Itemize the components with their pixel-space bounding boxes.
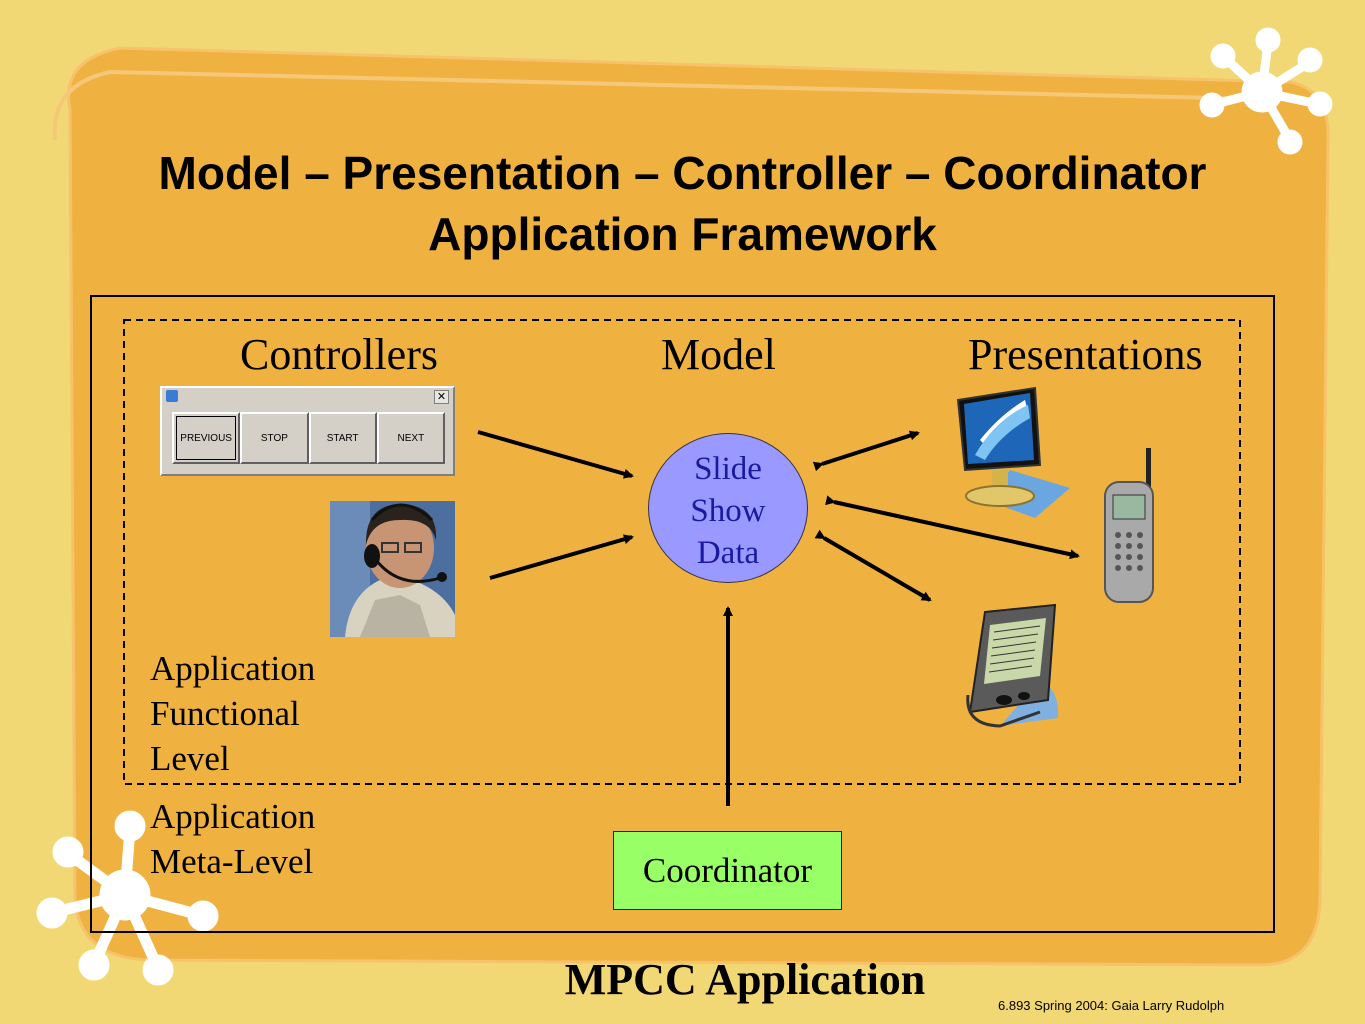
slide-title-line1: Model – Presentation – Controller – Coor… <box>158 147 1207 199</box>
arrow-model-monitor <box>812 430 920 472</box>
headset-user-photo <box>330 501 455 637</box>
stop-button[interactable]: STOP <box>240 412 309 464</box>
mobile-phone-icon <box>1104 448 1154 603</box>
pda-icon <box>966 603 1059 728</box>
model-node: Slide Show Data <box>648 433 808 583</box>
controller-dialog: ✕ PREVIOUS STOP START NEXT <box>160 386 455 476</box>
level-label-line: Meta-Level <box>150 842 314 881</box>
model-heading: Model <box>661 330 776 379</box>
arrow-dialog-to-model <box>477 430 634 479</box>
previous-button[interactable]: PREVIOUS <box>172 412 241 464</box>
meta-level-frame <box>90 295 1275 933</box>
level-label-line: Application <box>150 649 316 688</box>
next-button[interactable]: NEXT <box>376 412 445 464</box>
bottom-title: MPCC Application <box>564 955 926 1004</box>
coordinator-box: Coordinator <box>613 831 842 910</box>
asterisk-decor-icon <box>36 810 219 986</box>
arrow-model-pda <box>814 529 932 602</box>
slide-footer: 6.893 Spring 2004: Gaia Larry Rudolph <box>998 998 1225 1013</box>
monitor-icon <box>956 386 1070 518</box>
controllers-heading: Controllers <box>240 330 438 379</box>
level-label-line: Application <box>150 797 316 836</box>
level-label-line: Level <box>150 739 230 778</box>
level-label-line: Functional <box>150 694 300 733</box>
model-node-line: Data <box>696 535 760 571</box>
model-node-line: Slide <box>694 451 762 487</box>
app-icon <box>166 390 178 402</box>
meta-level-label: Application Meta-Level <box>150 794 315 884</box>
arrow-model-phone <box>825 495 1080 560</box>
close-icon[interactable]: ✕ <box>434 390 449 404</box>
asterisk-decor-icon <box>1199 27 1333 155</box>
arrow-user-to-model <box>489 534 634 580</box>
start-button[interactable]: START <box>308 412 377 464</box>
model-node-line: Show <box>690 493 766 529</box>
functional-level-label: Application Functional Level <box>150 646 315 781</box>
presentations-heading: Presentations <box>968 330 1203 379</box>
dialog-titlebar: ✕ <box>162 388 453 406</box>
functional-level-frame <box>123 319 1241 785</box>
slide-title-line2: Application Framework <box>428 208 937 260</box>
